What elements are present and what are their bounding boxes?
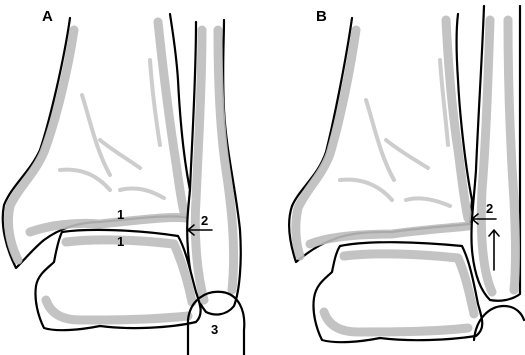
marker-2-a: 2 xyxy=(201,213,208,228)
talus-b xyxy=(313,242,482,342)
panel-b-label: B xyxy=(316,8,327,25)
marker-1-upper-a: 1 xyxy=(117,207,124,222)
marker-1-lower-a: 1 xyxy=(117,234,124,249)
fibula-a xyxy=(187,20,241,314)
fibula-b xyxy=(471,6,520,301)
panel-a-label: A xyxy=(42,8,53,25)
marker-2-b: 2 xyxy=(486,201,493,216)
panel-a: A 1 1 2 xyxy=(3,8,245,355)
marker-3-a: 3 xyxy=(211,322,218,337)
tibia-b xyxy=(289,14,472,262)
panel-b: B 2 xyxy=(289,6,524,342)
